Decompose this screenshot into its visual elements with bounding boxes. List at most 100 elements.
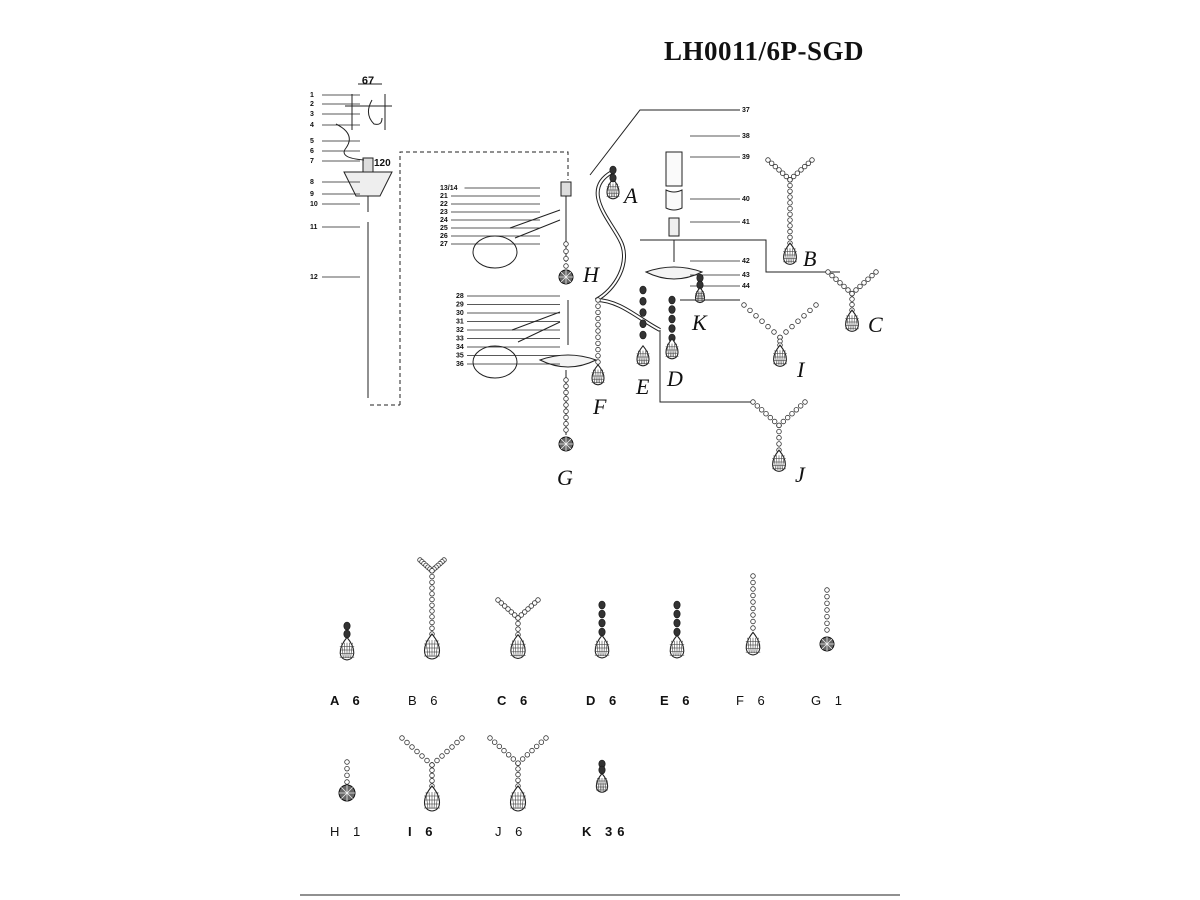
- pendant-k-drawing: [694, 286, 706, 304]
- chain-bead: [563, 377, 569, 383]
- chain-bead: [563, 396, 569, 402]
- part-number-23: 23: [440, 209, 448, 216]
- part-number-42: 42: [742, 258, 750, 265]
- chain-bead: [429, 585, 435, 591]
- chain-bead: [787, 205, 793, 212]
- parts-list-label: B 6: [408, 693, 443, 708]
- chain-bead: [750, 586, 756, 592]
- chain-bead: [824, 613, 830, 620]
- chain-bead: [841, 283, 847, 290]
- chain-bead: [344, 772, 350, 779]
- chain-bead: [595, 353, 601, 359]
- chain-bead: [409, 744, 415, 750]
- part-number-28: 28: [456, 293, 464, 300]
- octagon-bead: [598, 609, 606, 619]
- chain-bead: [793, 407, 800, 413]
- pendant-letter-d: D: [666, 366, 683, 391]
- parts-list-label: K 36: [582, 824, 630, 839]
- parts-list-label: A 6: [330, 693, 365, 708]
- octagon-bead: [639, 285, 647, 295]
- pendant-letter-g: G: [557, 465, 573, 490]
- chain-bead: [563, 414, 569, 421]
- chain-bead: [787, 228, 793, 235]
- chain-bead: [750, 399, 756, 405]
- chain-bead: [802, 399, 808, 405]
- chain-bead: [595, 315, 601, 322]
- chain-bead: [829, 272, 835, 279]
- chain-bead: [750, 605, 756, 612]
- octagon-bead: [668, 295, 676, 305]
- chain-bead: [825, 269, 831, 275]
- chain-bead: [750, 612, 756, 618]
- chain-bead: [849, 290, 855, 297]
- part-number-34: 34: [456, 344, 464, 351]
- chain-bead: [515, 626, 521, 632]
- pendant-b-drawing: [765, 157, 815, 265]
- part-number-21: 21: [440, 193, 448, 200]
- parts-pendant-i-drop: [423, 785, 441, 812]
- chain-bead: [563, 389, 569, 396]
- chain-bead: [515, 771, 521, 778]
- chain-bead: [771, 418, 778, 425]
- chain-bead: [807, 307, 813, 314]
- octagon-bead: [668, 305, 676, 314]
- chain-bead: [750, 573, 756, 579]
- chain-bead: [789, 323, 795, 330]
- chain-bead: [429, 762, 435, 768]
- chain-bead: [505, 752, 512, 758]
- chain-bead: [849, 301, 855, 308]
- octagon-bead: [673, 609, 681, 619]
- octagon-bead: [673, 600, 681, 610]
- chain-bead: [776, 167, 782, 173]
- chain-bead: [787, 217, 793, 223]
- chain-bead: [399, 735, 405, 741]
- chain-bead: [538, 739, 545, 745]
- chain-bead: [429, 767, 435, 773]
- pendant-letter-c: C: [868, 312, 883, 337]
- pendant-a-drawing: [606, 177, 620, 200]
- chain-bead: [344, 759, 350, 765]
- chain-bead: [595, 340, 601, 347]
- chain-bead: [449, 744, 455, 750]
- chain-bead: [750, 618, 756, 625]
- chain-bead: [824, 620, 830, 627]
- chain-bead: [790, 173, 797, 180]
- chain-bead: [429, 778, 435, 784]
- chain-bead: [849, 296, 855, 302]
- chain-bead: [758, 407, 765, 413]
- part-number-6: 6: [310, 148, 314, 155]
- pendant-j-drawing-drop: [772, 449, 786, 472]
- part-number-43: 43: [742, 272, 750, 279]
- octagon-bead: [673, 618, 681, 628]
- parts-pendant-j-drop: [509, 785, 527, 812]
- octagon-bead: [639, 319, 647, 329]
- chain-bead: [824, 600, 830, 607]
- chain-bead: [531, 600, 538, 606]
- part-number-4: 4: [310, 122, 314, 129]
- chain-bead: [595, 328, 601, 334]
- chain-bead: [783, 329, 789, 335]
- chain-bead: [519, 756, 526, 762]
- chain-bead: [753, 313, 759, 319]
- pendant-b-drawing-drop: [783, 242, 797, 265]
- chain-bead: [429, 602, 435, 608]
- parts-pendant-a: [339, 636, 355, 661]
- chain-bead: [747, 307, 753, 314]
- chain-bead: [525, 606, 531, 612]
- part-number-22: 22: [440, 201, 448, 208]
- chain-bead: [510, 756, 517, 762]
- chain-bead: [765, 157, 771, 163]
- parts-pendant-g: [819, 636, 835, 652]
- chain-bead: [861, 280, 867, 286]
- chain-bead: [741, 302, 747, 308]
- part-number-25: 25: [440, 225, 448, 232]
- chain-bead: [779, 170, 786, 176]
- chain-bead: [873, 269, 879, 275]
- chain-bead: [794, 170, 801, 176]
- octagon-bead: [598, 618, 606, 628]
- chain-bead: [787, 200, 793, 206]
- chain-bead: [429, 619, 435, 626]
- parts-list-label: D 6: [586, 693, 622, 708]
- chain-bead: [750, 579, 756, 586]
- chain-bead: [563, 241, 569, 247]
